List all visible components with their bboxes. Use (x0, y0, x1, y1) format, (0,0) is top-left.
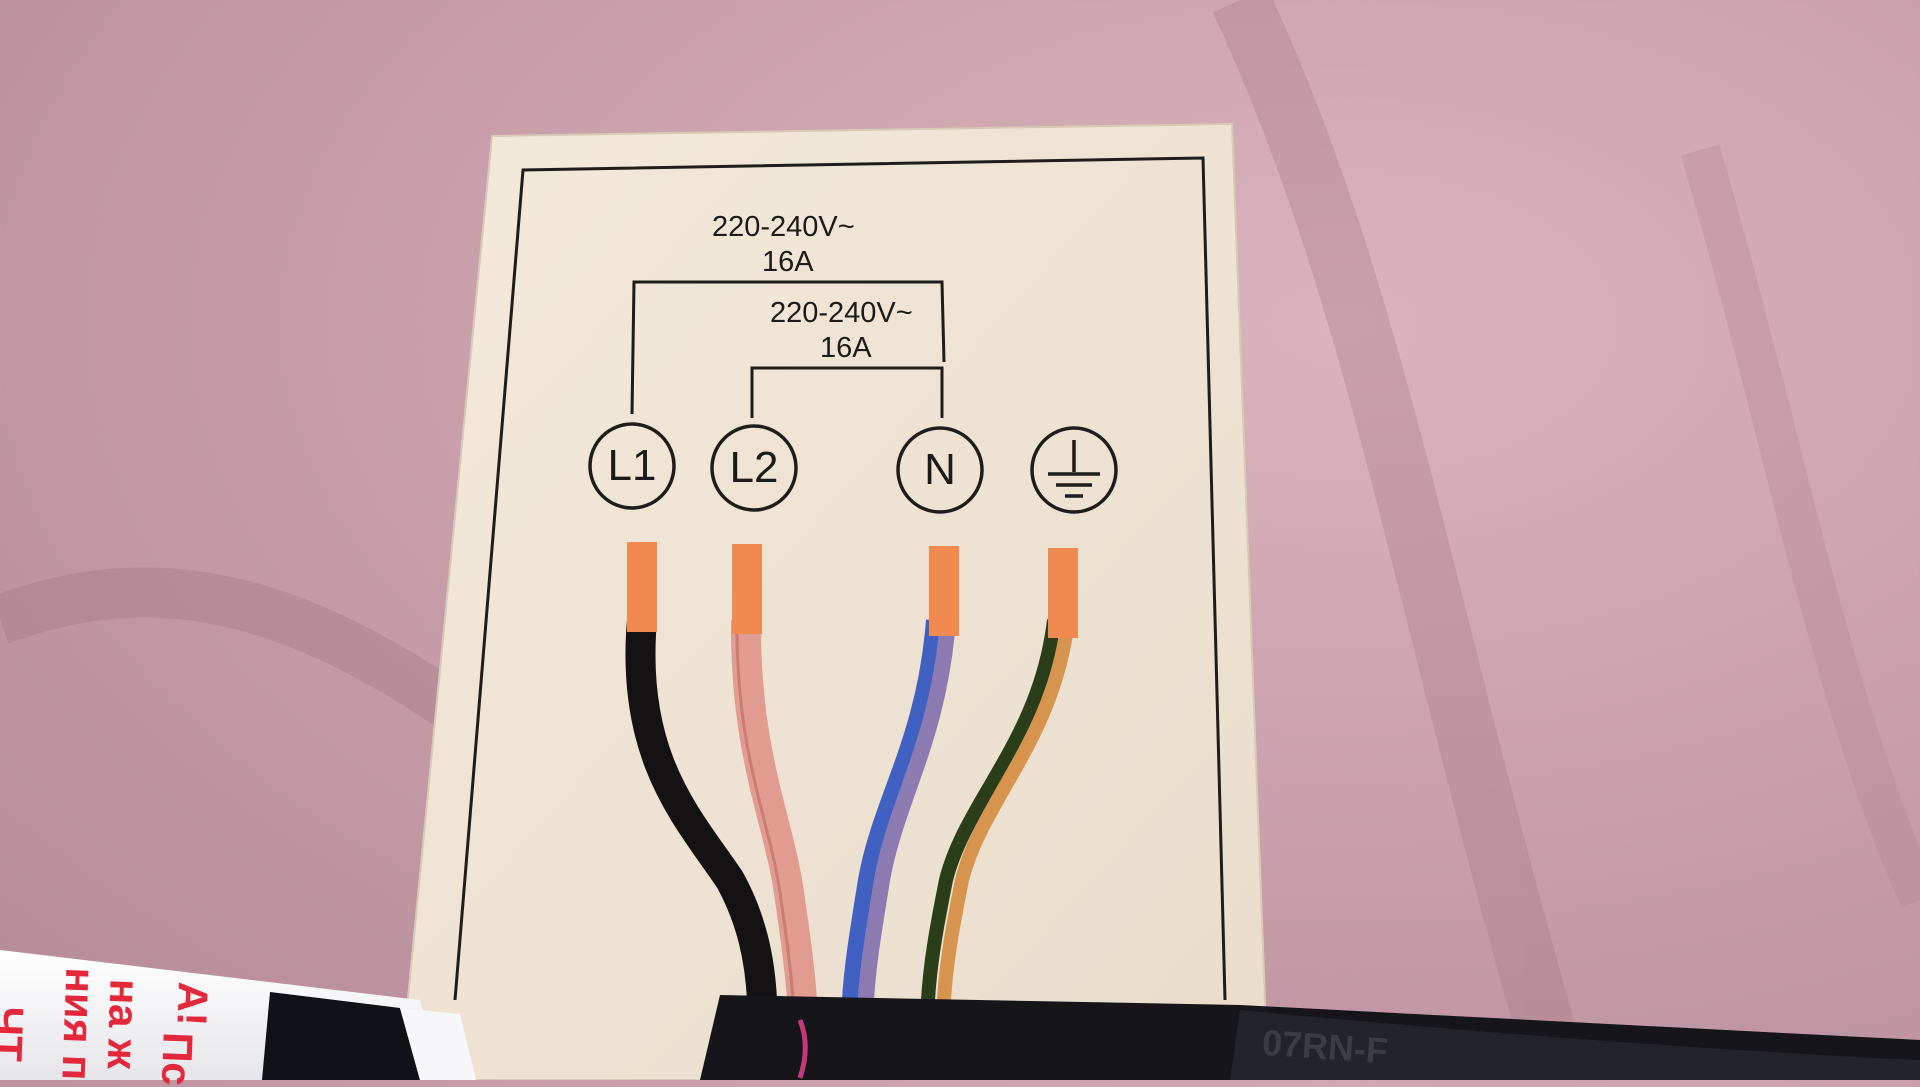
terminal-l2-label: L2 (729, 443, 779, 492)
tube-text-1: А! (168, 981, 217, 1027)
cable-pink-mark (797, 1019, 808, 1079)
ferrule-ground (1048, 548, 1078, 638)
terminal-n-label: N (924, 445, 956, 494)
terminal-l2-circle (710, 424, 798, 512)
cable-sheath-right (1230, 1010, 1920, 1080)
tube-text-4: ния п (53, 966, 105, 1082)
tube-text-3: на ж (98, 978, 149, 1070)
label-tube (0, 950, 476, 1080)
supply-l1-n-current: 16A (762, 246, 814, 278)
supply-bracket-l1-n (630, 280, 946, 415)
ferrule-l1 (627, 542, 657, 632)
ground-symbol-icon (1048, 440, 1100, 498)
terminal-ground-circle (1030, 426, 1118, 514)
tube-text-2: Пс (152, 1031, 202, 1087)
supply-l1-n-voltage: 220-240V~ (712, 211, 855, 243)
supply-l2-n-current: 16A (820, 332, 872, 364)
supply-l2-n-voltage: 220-240V~ (770, 297, 913, 329)
supply-bracket-l2-n (750, 366, 944, 418)
wire-l2-pink (730, 619, 817, 1001)
wire-n-blue-purple (842, 619, 956, 1001)
ferrule-n (929, 546, 959, 636)
printed-border (453, 156, 1227, 1001)
cable-marking: 07RN-F (1260, 1021, 1390, 1072)
tube-text-5: ЧТ (0, 1005, 33, 1063)
wire-l1-black (625, 605, 777, 1015)
instruction-paper (398, 122, 1270, 1080)
terminal-l1-label: L1 (607, 441, 657, 490)
wire-ground-green-yellow (921, 619, 1075, 1001)
terminal-n-circle (896, 426, 984, 514)
ferrule-l2 (732, 544, 762, 634)
terminal-l1-circle (588, 422, 676, 510)
